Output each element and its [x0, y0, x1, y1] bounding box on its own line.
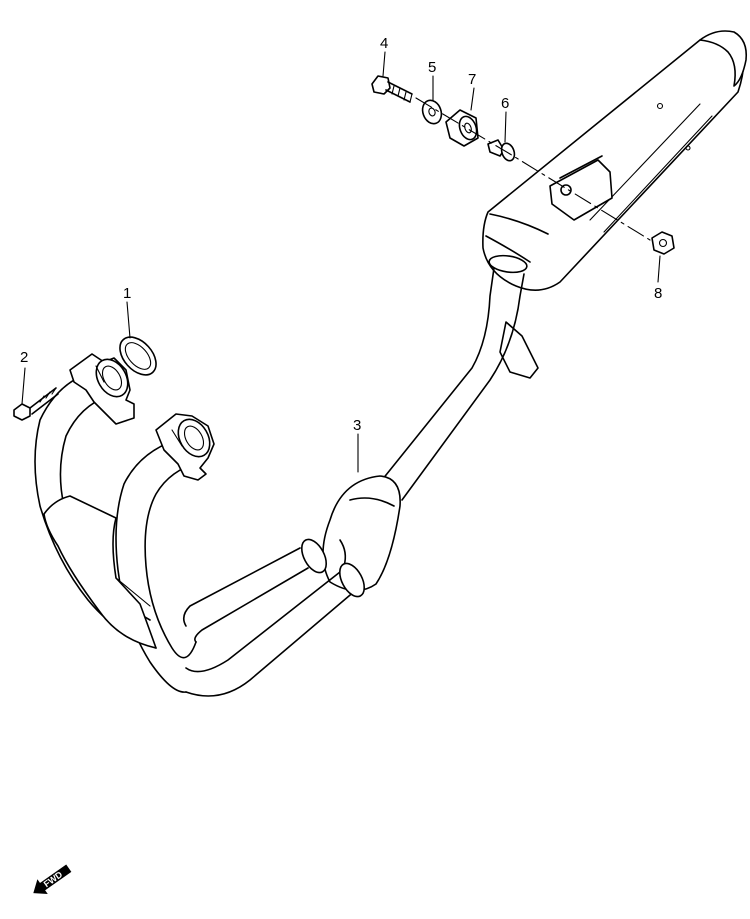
collar	[487, 139, 516, 162]
muffler-bolt	[371, 75, 413, 103]
flange-bolt	[13, 387, 59, 421]
callout-5: 5	[428, 59, 436, 76]
front-exhaust-flange	[69, 353, 135, 425]
callout-8: 8	[654, 285, 662, 302]
callout-4: 4	[380, 35, 388, 52]
callout-1: 1	[123, 285, 131, 302]
leader-lines	[21, 51, 661, 473]
callout-7: 7	[468, 71, 476, 88]
exhaust-pipe-assembly	[34, 254, 528, 697]
assembly-axis-line	[415, 97, 651, 241]
callout-2: 2	[20, 349, 28, 366]
rubber-cushion	[445, 109, 479, 147]
washer	[421, 99, 443, 125]
muffler	[482, 30, 748, 379]
rear-exhaust-flange	[155, 413, 215, 481]
callout-6: 6	[501, 95, 509, 112]
nut	[651, 231, 675, 255]
fwd-arrow-icon: FWD	[33, 864, 72, 895]
callout-3: 3	[353, 417, 361, 434]
exhaust-gasket	[119, 336, 157, 376]
